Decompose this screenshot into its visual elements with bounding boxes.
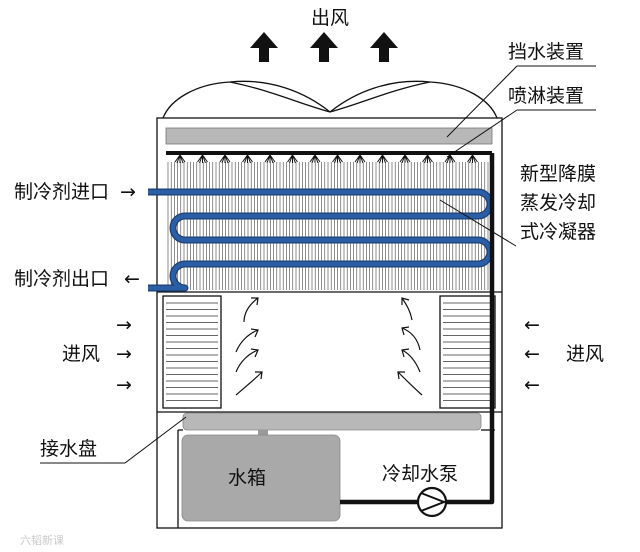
air-out-label: 出风: [311, 7, 349, 29]
leader-condenser: [439, 199, 517, 247]
tray-drain: [258, 430, 268, 436]
film-fill: [167, 162, 489, 290]
spray-nozzle-icon: [309, 154, 321, 164]
water-tray-label: 接水盘: [40, 438, 97, 460]
spray-nozzle-icon: [332, 154, 343, 164]
louver-slats: [166, 302, 492, 401]
condenser-coil: [148, 189, 493, 291]
refrigerant-out-arrow: ←: [124, 268, 140, 290]
left-louver: [162, 295, 222, 409]
spray-nozzle-icon: [467, 154, 478, 164]
leader-spray: [446, 109, 518, 158]
spray-nozzle-icon: [174, 154, 186, 164]
spray-nozzle-icon: [197, 154, 208, 164]
internal-air-arrows: [235, 297, 423, 396]
spray-nozzle-icon: [399, 154, 411, 164]
cooling-pump-label: 冷却水泵: [382, 463, 458, 485]
spray-nozzle-icon: [377, 154, 388, 164]
air-in-left-arrow: →: [116, 374, 132, 396]
air-in-right-arrow: ←: [524, 343, 540, 365]
fan-hood: [162, 80, 498, 119]
spray-nozzle-icon: [219, 154, 231, 164]
spray-nozzle-icon: [354, 154, 366, 164]
refrigerant-out-label: 制冷剂出口: [14, 268, 109, 290]
water-tank-label: 水箱: [228, 467, 266, 489]
spray-nozzle-icon: [422, 154, 433, 164]
air-in-left-arrow: →: [116, 314, 132, 336]
leader-drift: [446, 65, 518, 138]
up-arrow-icon: [310, 32, 338, 62]
spray-nozzle-icon: [287, 154, 298, 164]
water-tray: [182, 412, 482, 431]
circulation-pipe: [340, 153, 495, 505]
spray-device-label: 喷淋装置: [508, 85, 584, 107]
air-in-right-label: 进风: [566, 343, 604, 365]
leader-lines: [40, 65, 596, 464]
spray-nozzle-icon: [444, 154, 456, 164]
watermark: 六韬新课: [20, 533, 64, 547]
up-arrow-icon: [370, 32, 398, 62]
air-in-left-arrow: →: [116, 343, 132, 365]
air-in-right-arrow: ←: [524, 374, 540, 396]
condenser-label-3: 式冷凝器: [520, 221, 596, 243]
condenser-label-1: 新型降膜: [520, 163, 596, 185]
air-out-arrows: [250, 32, 398, 62]
cabinet-frame: [156, 117, 503, 529]
refrigerant-in-arrow: →: [120, 181, 136, 203]
right-louver: [439, 295, 496, 409]
spray-nozzle-icon: [264, 154, 276, 164]
air-in-right-arrow: ←: [524, 314, 540, 336]
leader-tray: [124, 416, 187, 464]
spray-nozzles: [174, 154, 478, 164]
refrigerant-in-label: 制冷剂进口: [14, 181, 109, 203]
spray-nozzle-icon: [242, 154, 253, 164]
drift-eliminator-panel: [165, 127, 493, 145]
up-arrow-icon: [250, 32, 278, 62]
drift-eliminator-label: 挡水装置: [508, 41, 584, 63]
water-tank: [181, 434, 341, 522]
pump-icon: [416, 486, 448, 518]
air-in-left-label: 进风: [62, 343, 100, 365]
condenser-label-2: 蒸发冷却: [520, 192, 596, 214]
